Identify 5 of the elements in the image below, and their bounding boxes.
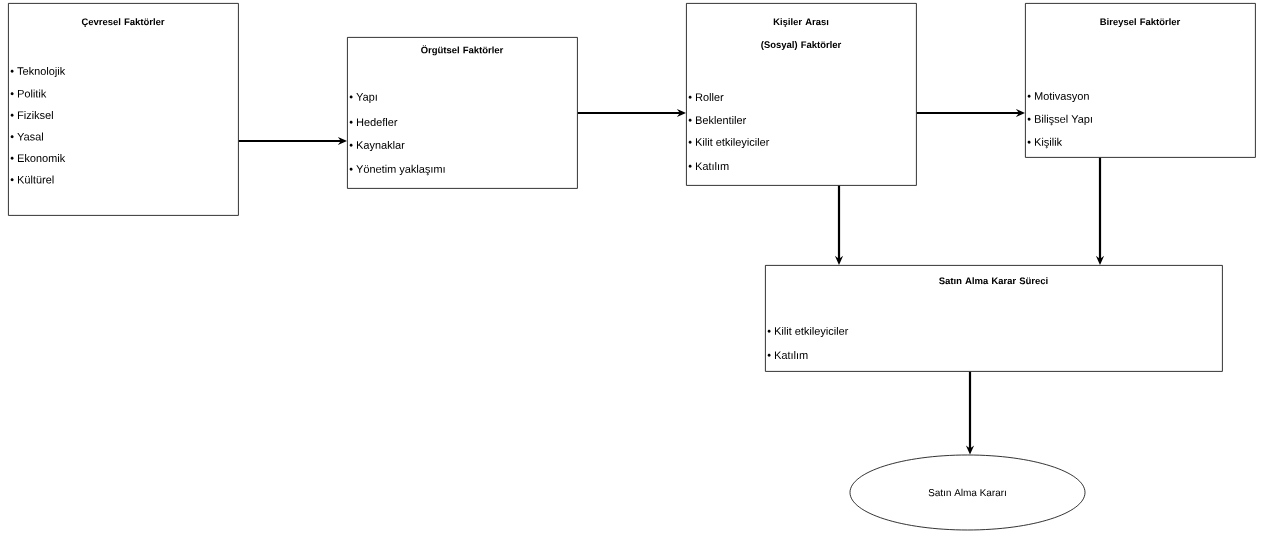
process-box: Örgütsel Faktörler • Yapı • Hedefler • Kaynaklar • Yönetim yaklaşımı — [347, 37, 578, 189]
process-box: Bireysel Faktörler • Motivasyon • Bilişsel Yapı • Kişilik — [1025, 3, 1256, 158]
process-box: Kişiler Arası (Sosyal) Faktörler • Roller • Beklentiler • Kilit etkileyiciler • Katılım — [686, 3, 917, 186]
process-box: Satın Alma Karar Süreci • Kilit etkileyiciler • Katılım — [765, 265, 1223, 372]
process-box: Çevresel Faktörler • Teknolojik • Politik • Fiziksel • Yasal • Ekonomik • Kültürel — [8, 3, 239, 216]
